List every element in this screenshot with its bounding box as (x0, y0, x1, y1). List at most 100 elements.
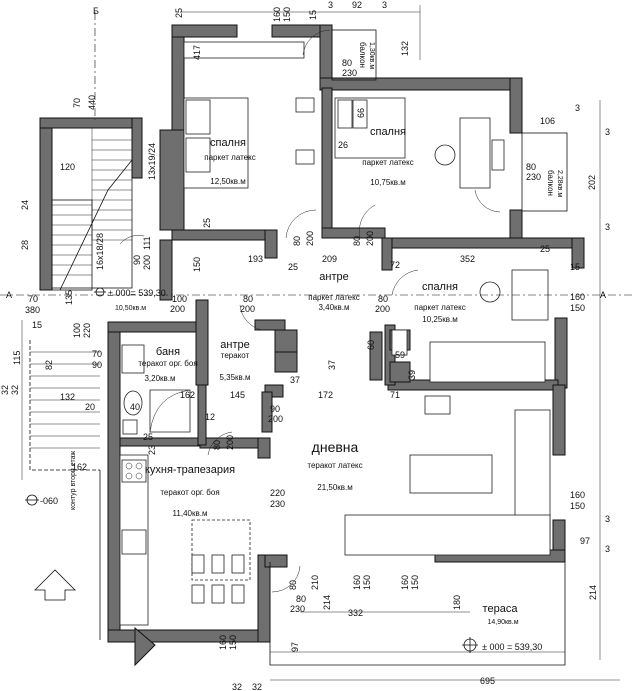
svg-text:3: 3 (605, 127, 610, 137)
level-marker-inner (94, 287, 106, 297)
svg-text:25: 25 (288, 262, 298, 272)
svg-text:15: 15 (570, 262, 580, 272)
svg-text:417: 417 (192, 45, 202, 60)
sink (121, 529, 147, 555)
hall-lower-name: антре (220, 339, 249, 351)
svg-text:111: 111 (142, 236, 152, 250)
svg-text:32: 32 (252, 682, 262, 691)
svg-text:200: 200 (170, 304, 185, 314)
svg-text:97: 97 (290, 642, 300, 652)
pillow (185, 99, 211, 135)
hall-upper-name: антре (319, 271, 348, 283)
hall-upper-floor: паркет латекс (308, 293, 359, 302)
svg-text:80: 80 (296, 594, 306, 604)
svg-text:132: 132 (60, 392, 75, 402)
svg-text:72: 72 (390, 260, 400, 270)
svg-text:162: 162 (72, 462, 87, 472)
svg-text:90: 90 (92, 360, 102, 370)
living-name: дневна (312, 439, 359, 455)
svg-text:230: 230 (526, 172, 541, 182)
svg-text:3: 3 (605, 222, 610, 232)
svg-text:200: 200 (365, 231, 375, 246)
svg-text:39: 39 (407, 370, 417, 380)
wall-bedrooms-divider (321, 87, 333, 229)
svg-text:90: 90 (132, 255, 142, 265)
svg-text:20: 20 (85, 402, 95, 412)
bed3-area: 10,25кв.м (422, 315, 458, 324)
svg-text:80: 80 (526, 162, 536, 172)
svg-text:332: 332 (348, 608, 363, 618)
doors (119, 29, 501, 593)
terrace-outline (269, 562, 566, 666)
svg-text:380: 380 (25, 305, 40, 315)
section-b-label: Б (93, 6, 99, 16)
svg-text:202: 202 (587, 175, 597, 190)
svg-text:26: 26 (338, 140, 348, 150)
svg-text:150: 150 (282, 7, 292, 22)
toilet (123, 390, 143, 416)
svg-text:220: 220 (82, 323, 92, 338)
svg-text:160: 160 (570, 490, 585, 500)
svg-text:230: 230 (342, 68, 357, 78)
bed3-floor: паркет латекс (414, 303, 465, 312)
bath-area: 3,20кв.м (144, 374, 175, 383)
bed1-area: 12,50кв.м (210, 177, 246, 186)
svg-text:200: 200 (142, 255, 152, 270)
svg-text:80: 80 (378, 294, 388, 304)
bed2-name: спалня (370, 126, 406, 138)
bed1-name: спалня (210, 137, 246, 149)
svg-text:25: 25 (540, 244, 550, 254)
svg-text:100: 100 (72, 323, 82, 338)
svg-text:3: 3 (382, 0, 387, 10)
terrace-area: 14,90кв.м (487, 619, 518, 626)
svg-text:150: 150 (362, 575, 372, 590)
svg-text:160: 160 (218, 635, 228, 650)
terrace-name: тераса (483, 603, 519, 615)
hall-upper-area: 3,40кв.м (318, 303, 349, 312)
stairs (30, 128, 133, 449)
bed1-floor: паркет латекс (204, 153, 255, 162)
section-a-right: A (600, 290, 606, 300)
stairs2-label: 16x18/28 (95, 233, 105, 270)
entrance-arrow-icon (34, 569, 76, 601)
svg-text:25: 25 (143, 432, 153, 442)
svg-text:59: 59 (395, 350, 405, 360)
wall-kitchen-left (107, 321, 121, 643)
svg-text:214: 214 (588, 585, 598, 600)
svg-text:3: 3 (575, 103, 580, 113)
svg-text:32: 32 (0, 385, 10, 395)
svg-text:70: 70 (28, 294, 38, 304)
svg-text:160: 160 (570, 292, 585, 302)
svg-text:25: 25 (174, 8, 184, 18)
kitchen-name: кухня-трапезария (145, 464, 235, 476)
svg-text:40: 40 (130, 402, 140, 412)
bed2-floor: паркет латекс (362, 158, 413, 167)
svg-text:120: 120 (60, 162, 75, 172)
svg-text:162: 162 (180, 390, 195, 400)
wall-bath-top (107, 321, 209, 333)
pillow (185, 137, 211, 173)
svg-text:37: 37 (327, 360, 337, 370)
svg-text:97: 97 (580, 536, 590, 546)
svg-text:12: 12 (205, 412, 215, 422)
svg-text:25: 25 (202, 218, 212, 228)
stove (121, 459, 147, 483)
living-floor: теракот латекс (307, 461, 362, 470)
bed3-name: спалня (422, 281, 458, 293)
svg-text:3: 3 (328, 0, 333, 10)
wall-living-right (552, 384, 566, 456)
svg-text:70: 70 (72, 98, 82, 108)
hall-lower-floor: теракот (221, 351, 250, 360)
svg-text:60: 60 (366, 340, 376, 350)
shower-tray (149, 389, 191, 433)
kitchen-area: 11,40кв.м (173, 509, 208, 518)
svg-text:71: 71 (390, 390, 400, 400)
svg-text:145: 145 (230, 390, 245, 400)
svg-text:106: 106 (540, 116, 555, 126)
wall-bedroom2-right (509, 77, 523, 134)
washbasin (121, 344, 145, 374)
svg-text:70: 70 (92, 349, 102, 359)
svg-text:210: 210 (310, 575, 320, 590)
wall-bedroom1-top (171, 24, 238, 38)
svg-text:80: 80 (352, 236, 362, 246)
